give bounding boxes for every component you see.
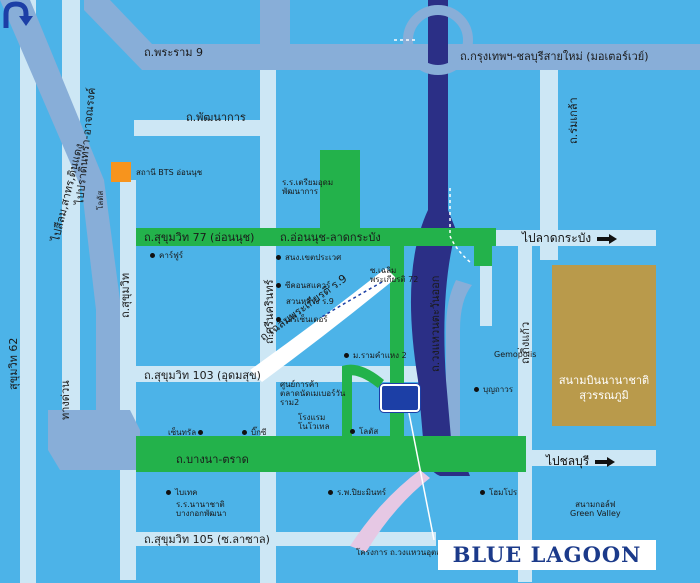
bts-station-icon [111, 162, 131, 182]
place-trade-center: ศูนย์การค้า ตลาดนัดเมเบอร์วัน ราม2 [280, 380, 346, 407]
place-lotus-right: โลตัส [350, 427, 378, 436]
road-rama9-connector [260, 0, 290, 70]
place-seri-center: เสรีเซ็นเตอร์ [276, 315, 328, 324]
route-return [474, 236, 492, 266]
place-central-dot [198, 428, 207, 437]
road-project [350, 470, 430, 552]
road-label-rama9: ถ.พระราม 9 [144, 46, 204, 59]
expressway-south [410, 210, 470, 476]
road-label-sukhumvit62: สุขุมวิท 62 [7, 337, 20, 390]
u-turn-icon [3, 1, 33, 28]
blue-lagoon-marker[interactable] [380, 384, 420, 412]
brand-name: BLUE LAGOON [438, 540, 656, 570]
direction-lat-krabang: ไปลาดกระบัง [522, 229, 618, 248]
road-label-rom-klao: ถ.ร่มเกล้า [567, 97, 580, 144]
place-triam-udom: ร.ร.เตรียมอุดม พัฒนาการ [282, 178, 334, 196]
kanchanaphisek-expressway [410, 0, 470, 476]
road-label-motorway: ถ.กรุงเทพฯ-ชลบุรีสายใหม่ (มอเตอร์เวย์) [460, 50, 649, 63]
place-piyamin-hospital: ร.พ.ปิยะมินทร์ [328, 488, 386, 497]
road-kanchanaphisek-service [446, 280, 472, 440]
place-homepro: โฮมโปร [480, 488, 517, 497]
place-rama2-market: ม.รามคำแหง 2 [344, 351, 407, 360]
place-green-valley: สนามกอล์ฟ Green Valley [570, 500, 621, 518]
road-rom-klao [540, 60, 558, 260]
road-to-lat-krabang [536, 230, 656, 246]
route-rama2-link [342, 366, 352, 440]
place-novotel: โรงแรม โนโวเทล [298, 413, 330, 431]
place-nation-school: สนง.เขตประเวศ [276, 253, 341, 262]
road-expressway-junction [48, 410, 140, 470]
arrow-right-icon [595, 456, 616, 467]
route-on-nut [136, 228, 496, 246]
direction-lat-krabang-label: ไปลาดกระบัง [522, 231, 592, 245]
road-si-lom-expressway [0, 0, 120, 430]
road-rama9 [84, 0, 700, 70]
direction-chon-buri: ไปชลบุรี [546, 452, 616, 471]
road-label-sukhumvit105: ถ.สุขุมวิท 105 (ซ.ลาซาล) [144, 533, 270, 546]
place-seacon-square: ซีคอนสแควร์ [276, 281, 330, 290]
road-label-kanchanaphisek: ถ.วงแหวนตะวันออก [429, 275, 442, 372]
place-big-c: บิ๊กซี [242, 428, 266, 437]
route-dash-east [449, 188, 471, 263]
road-label-on-nut-lat-krabang: ถ.อ่อนนุช-ลาดกระบัง [280, 231, 381, 244]
place-bunthawon: บุญถาวร [474, 385, 513, 394]
place-suan-luang: สวนหลวง ร.9 [286, 297, 334, 306]
road-chaloem-phrakiat [250, 268, 396, 382]
place-bitec: ไบเทค [166, 488, 197, 497]
route-dash-chaloem [319, 281, 383, 319]
expressway-north [428, 0, 448, 210]
route-rama2-curve [342, 364, 384, 388]
airport-area: สนามบินนานาชาติ สุวรรณภูมิ [552, 265, 656, 426]
road-left-edge [20, 0, 36, 583]
road-label-sukhumvit103: ถ.สุขุมวิท 103 (อุดมสุข) [144, 369, 261, 382]
place-bts-on-nut: สถานี BTS อ่อนนุช [136, 168, 203, 177]
place-gemopolis: Gemopolis [494, 350, 537, 359]
road-label-chaloem-soi: ซ.เฉลิม พระเกียรติ 72 [370, 266, 419, 284]
route-phatthanakan-link [320, 150, 360, 236]
place-lotus-left: โลตัส [96, 190, 105, 210]
route-bangna-trad [136, 436, 526, 472]
road-label-sukhumvit: ถ.สุขุมวิท [119, 272, 132, 318]
road-label-bangna-trad: ถ.บางนา-ตราด [176, 453, 249, 466]
road-to-chon-buri [520, 450, 656, 466]
road-sukhumvit [120, 180, 136, 580]
place-nanachat-school: ร.ร.นานาชาติ บางกอกพัฒนา [176, 500, 227, 518]
direction-chon-buri-label: ไปชลบุรี [546, 454, 590, 468]
callout-line [407, 407, 435, 541]
road-king-kaew [518, 242, 532, 582]
road-label-project: โครงการ ถ.วงแหวนอุตสาหกรรม [356, 548, 470, 557]
road-phatthanakan [134, 120, 264, 136]
arrow-right-icon [597, 233, 618, 244]
road-label-expressway: ทางด่วน [59, 380, 72, 420]
road-label-phatthanakan: ถ.พัฒนาการ [186, 111, 246, 124]
place-central: เซ็นทรัล [168, 428, 197, 437]
road-label-sukhumvit77: ถ.สุขุมวิท 77 (อ่อนนุช) [144, 231, 255, 244]
airport-name: สนามบินนานาชาติ สุวรรณภูมิ [558, 374, 650, 402]
place-carrefour: คาร์ฟูร์ [150, 251, 183, 260]
major-roads [0, 0, 700, 470]
